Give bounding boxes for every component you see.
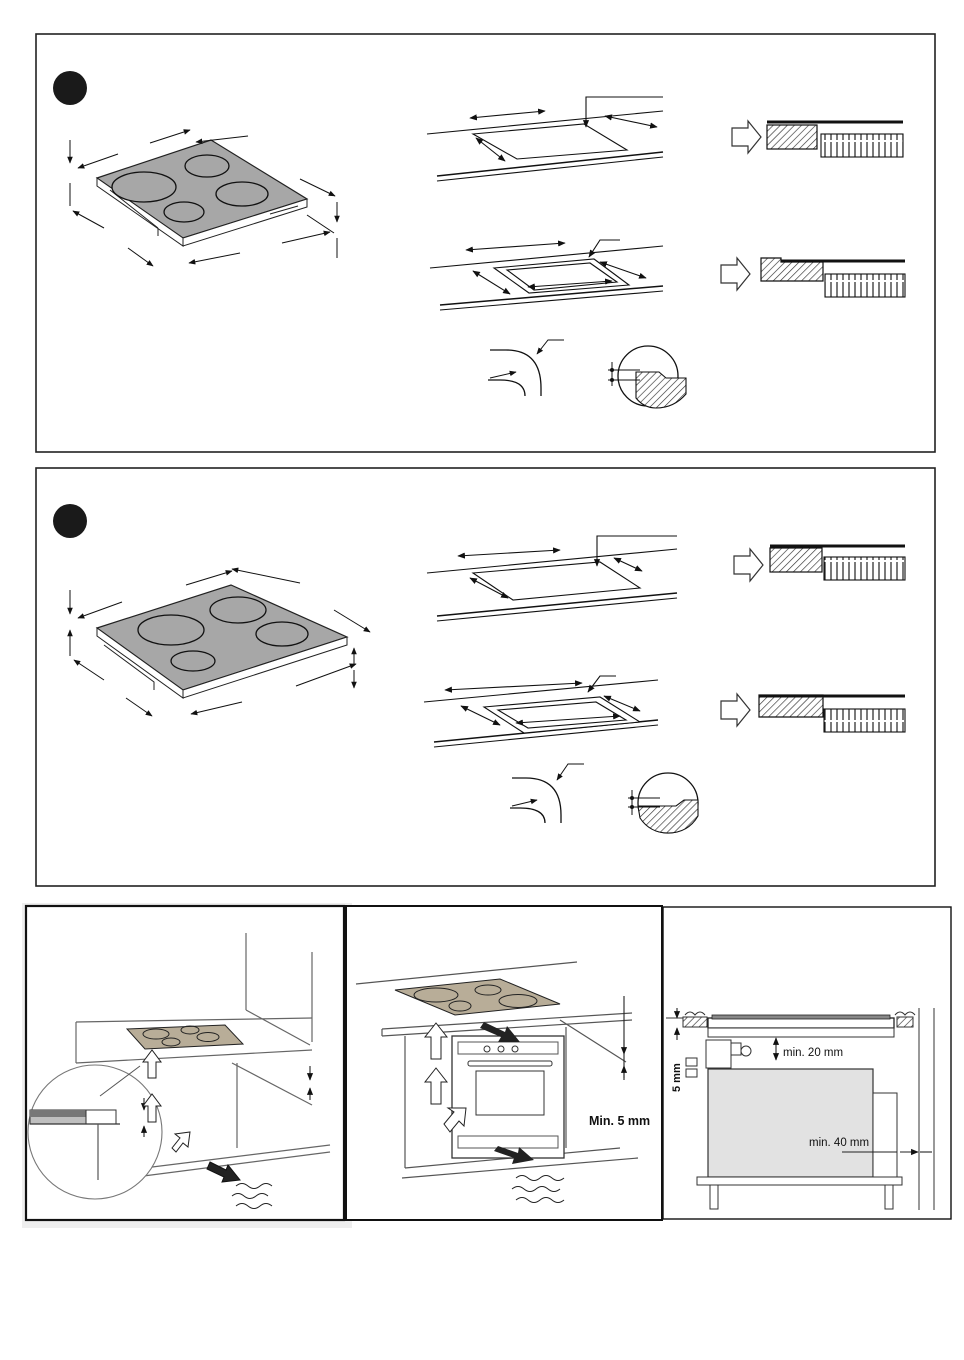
- arrow-right-icon: [734, 549, 763, 581]
- cutout-diagram-top-2: [427, 536, 677, 621]
- cooking-zone: [112, 172, 176, 202]
- cooking-zone: [138, 615, 204, 645]
- edge-profile-bottom-2: [721, 694, 905, 732]
- cutout-diagram-bottom-2: [424, 676, 658, 747]
- edge-step-detail: [608, 346, 686, 408]
- cooking-zone: [256, 622, 308, 646]
- wall-clearance-label: min. 40 mm: [809, 1137, 869, 1149]
- panel-one-frame: [36, 34, 935, 452]
- cooking-zone: [171, 651, 215, 671]
- clearance-figure: min. 20 mm min. 40 mm 5 mm: [663, 907, 951, 1219]
- hob-perspective-4-zone: [97, 140, 307, 246]
- side-clearance-label: 5 mm: [671, 1063, 683, 1092]
- edge-profile-top: [732, 121, 903, 157]
- step-marker-icon: [53, 504, 87, 538]
- edge-profile-bottom: [721, 258, 905, 297]
- edge-step-detail-2: [628, 773, 698, 833]
- zoom-detail-circle: [28, 1065, 162, 1199]
- oven-body: [708, 1069, 873, 1177]
- cooking-zone: [185, 155, 229, 177]
- arrow-right-icon: [732, 121, 761, 153]
- cooking-zone: [216, 182, 268, 206]
- panel-one: [36, 34, 935, 452]
- step-marker-icon: [53, 71, 87, 105]
- cutout-diagram-bottom: [430, 240, 663, 310]
- cutout-diagram-top: [427, 97, 663, 181]
- cabinet-installation-figure: [22, 903, 352, 1228]
- cooking-zone: [210, 597, 266, 623]
- worktop-section: [683, 1012, 915, 1037]
- corner-radius-detail: [488, 340, 564, 396]
- ventilation-gap-label: Min. 5 mm: [589, 1114, 650, 1128]
- oven-ventilation-figure: Min. 5 mm: [346, 906, 662, 1220]
- top-clearance-label: min. 20 mm: [783, 1047, 843, 1059]
- arrow-right-icon: [721, 258, 750, 290]
- cooking-zone: [164, 202, 204, 222]
- edge-profile-top-2: [734, 546, 905, 581]
- panel-two: [36, 468, 935, 886]
- arrow-right-icon: [721, 694, 750, 726]
- corner-radius-detail-2: [510, 764, 584, 823]
